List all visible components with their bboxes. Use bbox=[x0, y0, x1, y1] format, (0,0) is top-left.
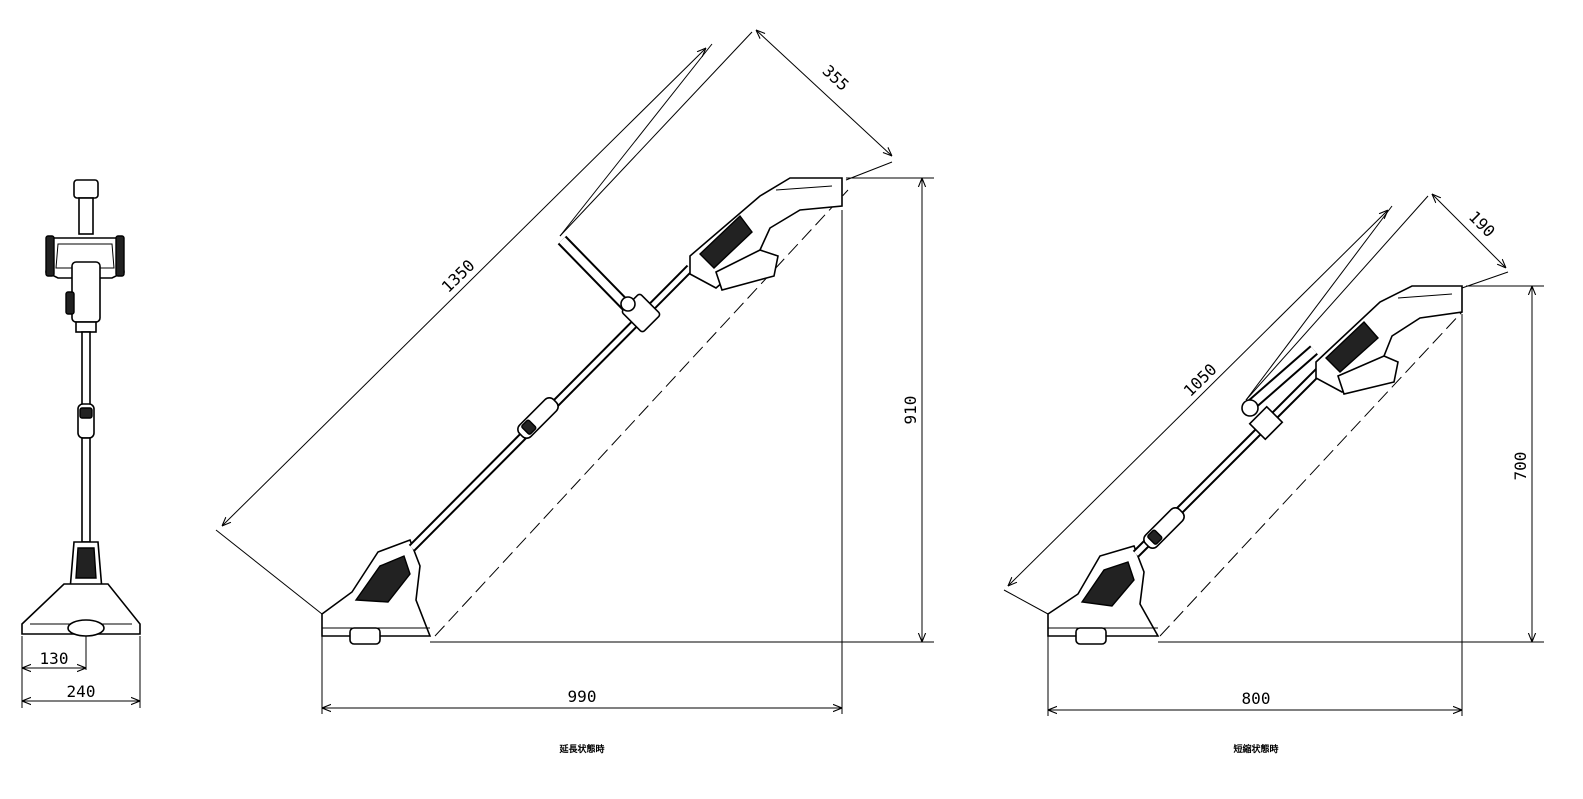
dim-130-label: 130 bbox=[40, 649, 69, 668]
ext-dim-1350-label: 1350 bbox=[438, 256, 479, 297]
ext-battery bbox=[715, 249, 779, 291]
battery-housing bbox=[71, 261, 101, 323]
lower-shaft bbox=[81, 437, 91, 543]
short-caption: 短縮状態時 bbox=[1233, 743, 1278, 755]
ext-spool bbox=[349, 627, 381, 645]
top-grip bbox=[73, 179, 99, 199]
short-dim-700-label: 700 bbox=[1511, 452, 1530, 481]
ext-motor-body bbox=[689, 177, 843, 289]
front-view: 130 240 bbox=[21, 179, 141, 708]
short-shaft-lock bbox=[1143, 507, 1185, 549]
guard bbox=[21, 583, 141, 635]
ext-caption: 延長状態時 bbox=[558, 743, 604, 755]
shortened-view: 1050 190 700 800 短縮状態時 bbox=[1003, 194, 1544, 755]
line-spool bbox=[67, 619, 105, 637]
short-dim-190-label: 190 bbox=[1465, 207, 1499, 241]
short-dim-800-label: 800 bbox=[1242, 689, 1271, 708]
ext-dim-355-label: 355 bbox=[819, 61, 853, 95]
ext-dim-910-label: 910 bbox=[901, 396, 920, 425]
ext-dim-990-label: 990 bbox=[568, 687, 597, 706]
short-spool bbox=[1075, 627, 1107, 645]
ext-shaft-lock bbox=[517, 397, 559, 439]
dim-240-label: 240 bbox=[67, 682, 96, 701]
main-shaft bbox=[81, 331, 91, 407]
upper-shaft bbox=[78, 197, 94, 235]
short-handle-knob bbox=[1241, 399, 1259, 417]
extended-view: 1350 355 910 990 延長状態時 bbox=[215, 30, 934, 755]
short-dim-1050-label: 1050 bbox=[1180, 360, 1221, 401]
